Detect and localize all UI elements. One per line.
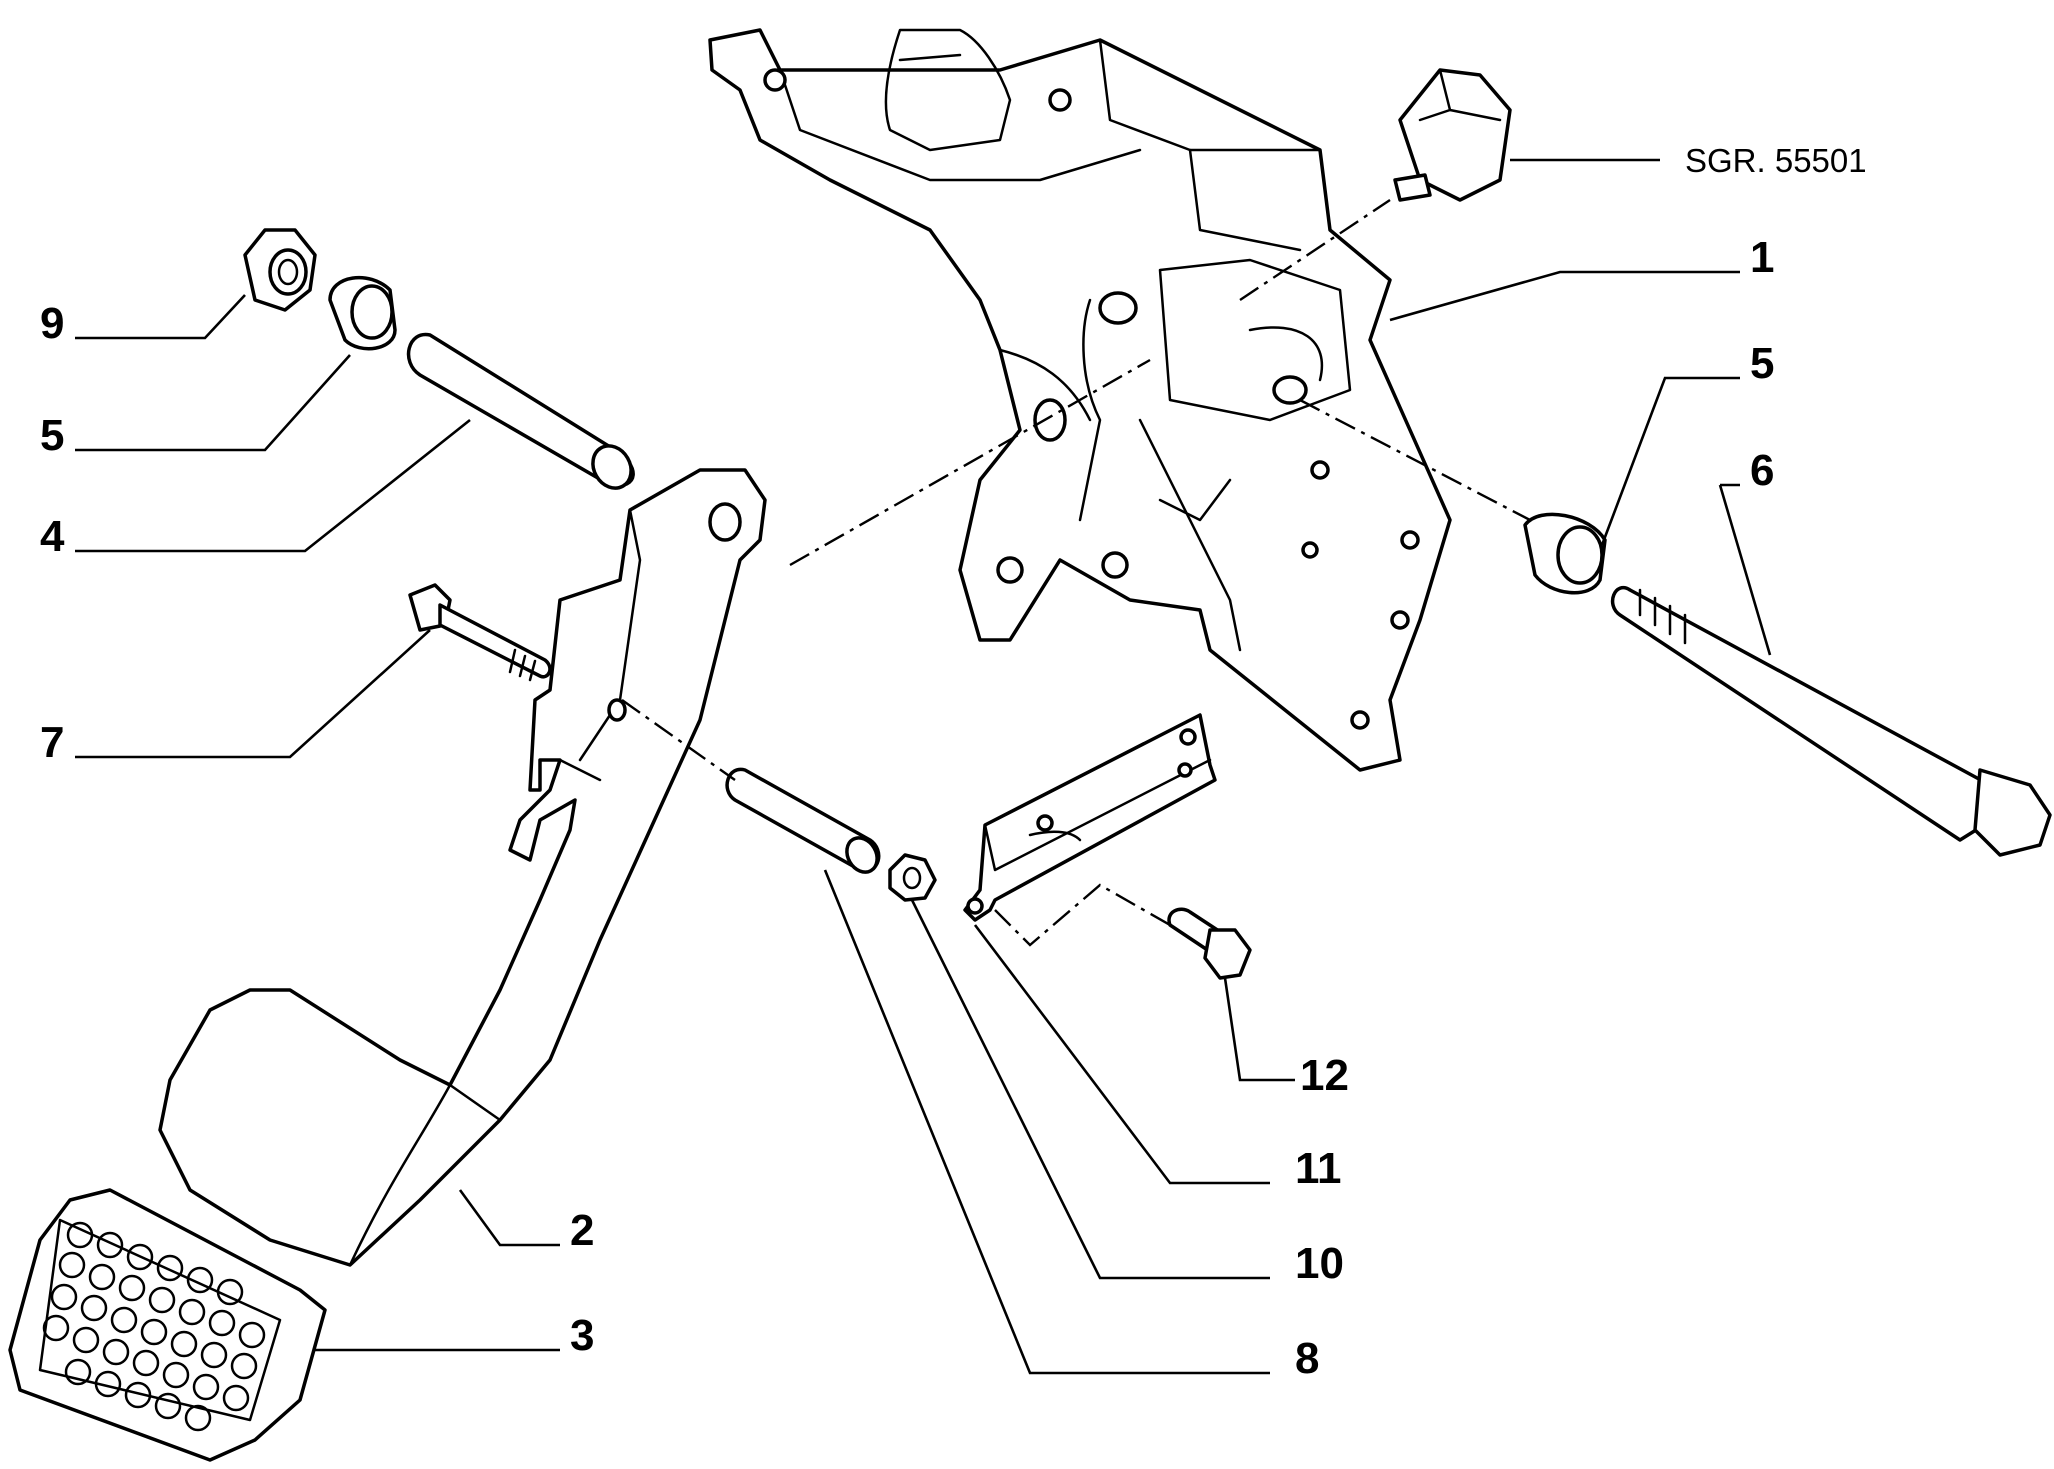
reference-label: SGR. 55501	[1685, 142, 1867, 179]
callout-1: 1	[1750, 233, 1774, 282]
switch-bracket-11	[963, 713, 1217, 922]
brake-light-switch	[1393, 68, 1512, 202]
callout-5-left: 5	[40, 411, 64, 460]
callout-6: 6	[1750, 446, 1774, 495]
pedal-pad-rubber	[8, 1188, 327, 1462]
pivot-tube	[406, 332, 635, 490]
bolt-12	[1167, 907, 1252, 980]
callout-11: 11	[1295, 1144, 1342, 1193]
callout-labels: SGR. 55501 1 5 6 9 5 4 7 2 3 12 11 10 8	[40, 142, 1867, 1383]
pedal-lever	[158, 468, 767, 1267]
pad-grip-studs	[42, 1221, 266, 1432]
nut-10	[888, 853, 937, 902]
bolt-7	[408, 583, 552, 682]
callout-4: 4	[40, 512, 65, 561]
spacer-tube-8	[725, 767, 881, 874]
callout-7: 7	[40, 718, 64, 767]
bush-right	[1523, 512, 1607, 595]
leader-lines	[75, 158, 1772, 1375]
callout-12: 12	[1300, 1051, 1349, 1100]
long-bolt-6	[1610, 586, 2052, 857]
callout-5-right: 5	[1750, 339, 1774, 388]
callout-2: 2	[570, 1206, 594, 1255]
callout-8: 8	[1295, 1334, 1319, 1383]
assembly-axes	[621, 199, 1531, 947]
nut-9	[243, 228, 317, 312]
callout-9: 9	[40, 299, 64, 348]
bush-left	[328, 275, 397, 351]
callout-3: 3	[570, 1311, 594, 1360]
callout-10: 10	[1295, 1239, 1344, 1288]
